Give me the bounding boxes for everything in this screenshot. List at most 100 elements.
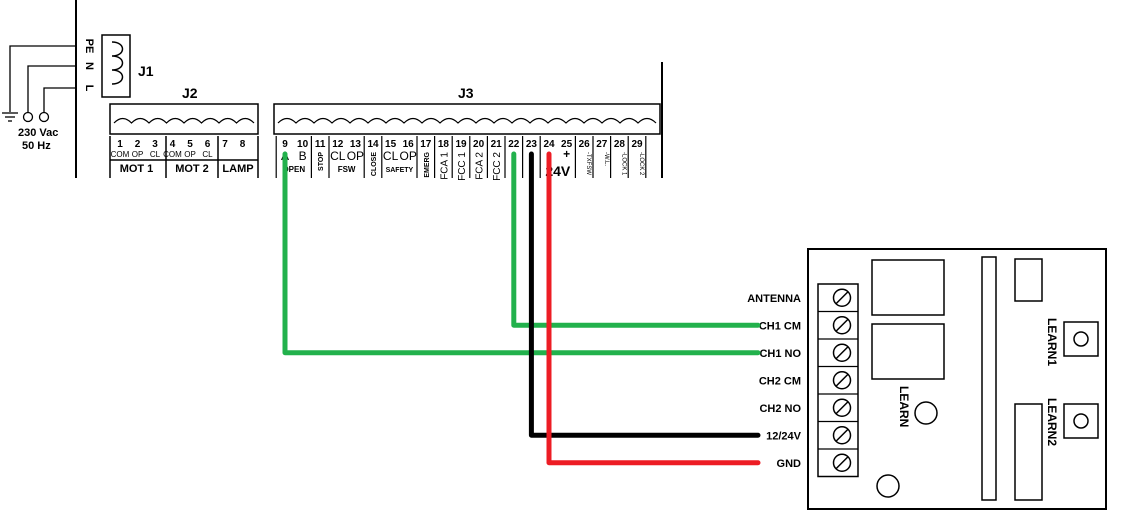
terminal-number: 9 [282, 139, 288, 150]
terminal-function: + [563, 147, 570, 161]
learn-led [914, 401, 938, 425]
j2-terminal-6[interactable]: 6CL [202, 139, 213, 159]
j3-terminal-10[interactable]: 10B [297, 139, 309, 163]
terminal-number: 10 [297, 139, 309, 150]
terminal-number: 4 [170, 139, 176, 150]
j2-terminal-7[interactable]: 7 [222, 139, 228, 150]
j3-group-label: SAFETY [386, 167, 414, 174]
terminal-function: EMERG [424, 151, 431, 177]
j2-group-label: MOT 1 [120, 163, 154, 175]
pin-pe-label: PE [83, 39, 95, 54]
component-top [1014, 258, 1043, 302]
j2-terminal-8[interactable]: 8 [240, 139, 246, 150]
learn-label: LEARN [897, 386, 911, 427]
receiver-terminal-label: CH1 CM [759, 320, 801, 332]
receiver-terminal-ch1-no[interactable]: CH1 NO [759, 338, 858, 362]
terminal-number: 19 [455, 139, 467, 150]
j3-terminal-23[interactable]: 23 [526, 139, 538, 150]
receiver-terminal-ch2-no[interactable]: CH2 NO [759, 393, 858, 417]
terminal-number: 15 [385, 139, 397, 150]
learn1-label: LEARN1 [1045, 318, 1059, 366]
terminal-number: 16 [403, 139, 415, 150]
wire-22-ch1cm [511, 151, 761, 328]
j2-terminal-2[interactable]: 2OP [132, 139, 144, 159]
terminal-number: 23 [526, 139, 538, 150]
receiver-terminal-ch2-cm[interactable]: CH2 CM [759, 365, 858, 390]
j2-group-label: MOT 2 [175, 163, 209, 175]
terminal-number: 1 [117, 139, 123, 150]
pin-l-label: L [83, 85, 95, 92]
j3-terminal-22[interactable]: 22 [508, 139, 520, 150]
receiver-terminal-gnd[interactable]: GND [777, 448, 858, 472]
j2-terminal-5[interactable]: 5OP [184, 139, 196, 159]
receiver-terminal-12-24v[interactable]: 12/24V [766, 420, 858, 445]
receiver-terminal-label: CH2 NO [759, 403, 801, 415]
component-bottom [1014, 403, 1043, 501]
terminal-number: 25 [561, 139, 573, 150]
receiver-terminal-label: CH2 CM [759, 375, 801, 387]
status-led [876, 474, 900, 498]
j3-terminal-28[interactable]: 28 -LOCK 1 [614, 139, 627, 176]
terminal-function: STOP [318, 152, 325, 171]
terminal-function: CL [383, 149, 399, 163]
ground-icon [2, 112, 18, 122]
j2-group-label: LAMP [222, 163, 253, 175]
terminal-number: 7 [222, 139, 228, 150]
j3-terminal-block: 9A10B11STOP12CL13OP14CLOSE15CL16OP17EMER… [273, 103, 661, 181]
terminal-function: OP [347, 149, 364, 163]
receiver-module: LEARN LEARN1 LEARN2 ANTENNA CH1 CM CH1 NO C… [747, 248, 1107, 510]
terminal-number: 24 [543, 139, 555, 150]
learn2-label: LEARN2 [1045, 398, 1059, 446]
j1-block [101, 34, 131, 98]
relay-1 [871, 259, 945, 316]
terminal-function: CLOSE [371, 152, 378, 176]
receiver-terminal-ch1-cm[interactable]: CH1 CM [759, 310, 858, 335]
pin-n-label: N [83, 62, 95, 70]
learn1-button[interactable] [1063, 321, 1099, 357]
terminal-number: 8 [240, 139, 246, 150]
j3-terminal-25[interactable]: 25+ [561, 139, 573, 161]
terminal-function: OP [400, 149, 417, 163]
j3-terminal-26[interactable]: 26-TXFSW [579, 139, 592, 175]
terminal-number: 28 [614, 139, 626, 150]
j3-group-label: OPEN [282, 165, 305, 174]
terminal-number: 27 [596, 139, 608, 150]
terminal-number: 14 [367, 139, 379, 150]
terminal-function: OP [132, 150, 144, 159]
terminal-function: -LOCK 1 [620, 152, 626, 176]
terminal-function: CL [150, 150, 161, 159]
j2-terminal-3[interactable]: 3CL [150, 139, 161, 159]
terminal-function: FCC 1 [457, 152, 468, 181]
j3-terminal-27[interactable]: 27-W.L. [596, 139, 609, 166]
terminal-number: 22 [508, 139, 520, 150]
wire-9-ch1no [282, 151, 761, 356]
learn2-button[interactable] [1063, 403, 1099, 439]
terminal-number: 11 [315, 139, 326, 150]
wires [282, 151, 761, 466]
terminal-function: FCA 1 [439, 152, 450, 180]
receiver-terminal-antenna[interactable]: ANTENNA [747, 288, 852, 307]
receiver-terminal-label: ANTENNA [747, 293, 801, 305]
receiver-terminal-strip: ANTENNA CH1 CM CH1 NO CH2 CM CH2 NO 12/24V GND [747, 283, 859, 478]
terminal-function: B [299, 149, 307, 163]
j3-label: J3 [458, 85, 474, 101]
terminal-number: 13 [350, 139, 362, 150]
mains-frequency: 50 Hz [22, 140, 51, 152]
j3-terminal-29[interactable]: 29-LOCK 2 [631, 139, 644, 176]
terminal-function: OP [184, 150, 196, 159]
